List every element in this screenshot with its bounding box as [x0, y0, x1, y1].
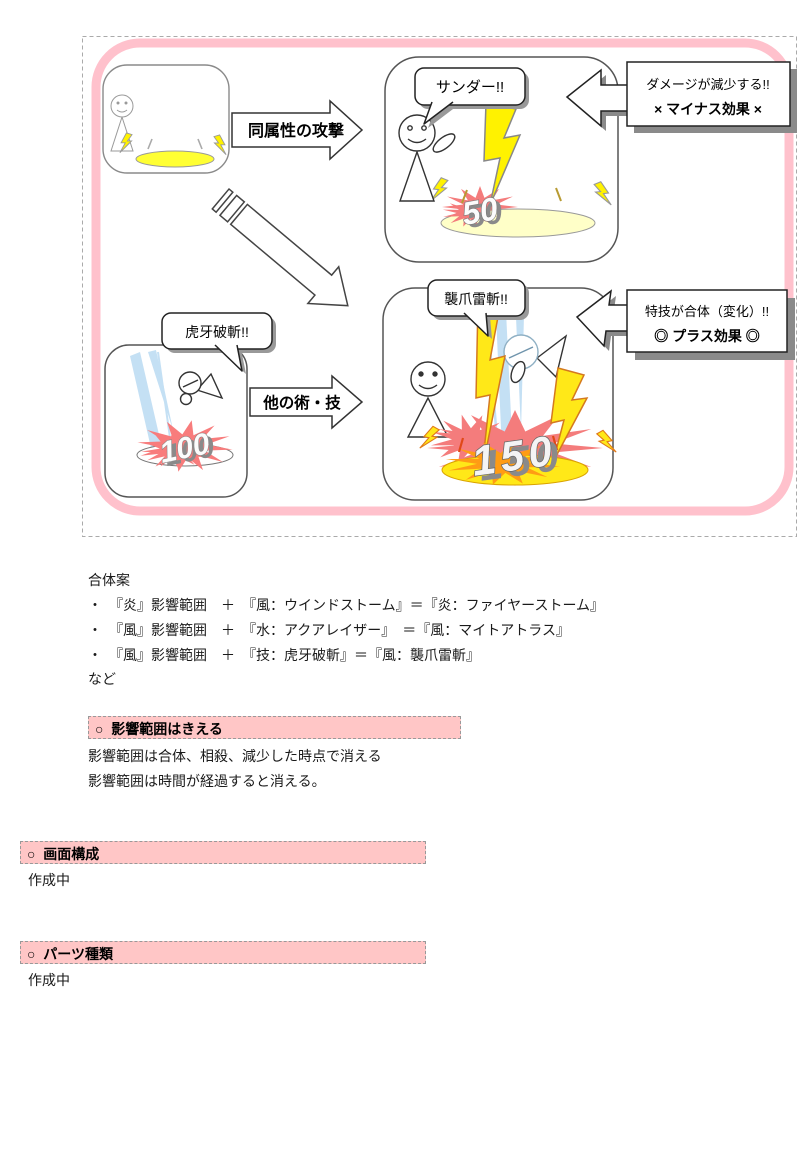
panel-area-source [102, 64, 230, 174]
callout-minus: ダメージが減少する!! × マイナス効果 × [565, 61, 797, 133]
arrow-diagonal [211, 187, 349, 307]
arrow-other-label: 他の術・技 [262, 393, 341, 412]
gattai-bullet-1: ・ 『炎』影響範囲 ＋ 『風：ウインドストーム』＝『炎：ファイヤーストーム』 [88, 597, 605, 613]
stick-figure-attacking [178, 371, 224, 406]
gattai-title: 合体案 [88, 572, 130, 588]
stick-figure [406, 361, 450, 438]
speech-bubble-kogahazan: 虎牙破斬!! [161, 312, 276, 374]
slash-streak [130, 352, 163, 452]
stick-figure [398, 114, 456, 202]
panel-thunder: 50 50 サンダー!! [384, 56, 619, 263]
bubble-thunder-label: サンダー!! [436, 79, 504, 96]
gamen-body: 作成中 [28, 872, 70, 888]
callout-plus-line1: 特技が合体（変化）!! [645, 304, 769, 319]
gattai-bullet-2: ・ 『風』影響範囲 ＋ 『水：アクアレイザー』 ＝『風：マイトアトラス』 [88, 622, 571, 638]
slash-streak [157, 351, 173, 453]
spark-tick [461, 189, 468, 204]
spark-tick [551, 435, 559, 451]
mechanics-diagram: 同属性の攻撃 50 50 [82, 36, 797, 537]
bubble-kogahazan-label: 虎牙破斬!! [185, 324, 249, 340]
stick-figure-attacking [503, 334, 568, 384]
parts-body: 作成中 [28, 972, 70, 988]
callout-minus-line1: ダメージが減少する!! [646, 77, 770, 92]
hankyou-line-2: 影響範囲は時間が経過すると消える。 [88, 773, 326, 789]
hankyou-line-1: 影響範囲は合体、相殺、減少した時点で消える [88, 748, 382, 764]
spark-tick [147, 138, 153, 150]
panel-kogahazan: 100 100 虎牙破斬!! [104, 312, 276, 498]
bubble-shusoraizan-label: 襲爪雷斬!! [444, 291, 508, 307]
speech-bubble-thunder: サンダー!! [414, 67, 529, 128]
damage-50-shadow: 50 [464, 193, 506, 235]
section-header-parts: ○ パーツ種類 [20, 941, 426, 964]
gattai-etc: など [88, 671, 116, 687]
callout-plus-line2: ◎ プラス効果 ◎ [654, 328, 760, 344]
callout-plus: 特技が合体（変化）!! ◎ プラス効果 ◎ [575, 289, 795, 360]
callout-minus-line2: × マイナス効果 × [654, 101, 762, 117]
gattai-bullet-3: ・ 『風』影響範囲 ＋ 『技：虎牙破斬』＝『風：襲爪雷斬』 [88, 647, 480, 663]
panel-combined: 150 150 襲爪雷斬!! [382, 279, 618, 501]
spark-tick [457, 437, 465, 453]
arrow-same-attribute: 同属性の攻撃 [231, 99, 364, 161]
dashed-frame [82, 36, 797, 537]
effect-area-ellipse [135, 150, 215, 168]
damage-50: 50 [459, 190, 501, 232]
lightning-bolt-icon [550, 367, 589, 463]
section-header-hankyou: ○ 影響範囲はきえる [88, 716, 461, 739]
section-header-gamen: ○ 画面構成 [20, 841, 426, 864]
spark-tick [555, 187, 562, 202]
speech-bubble-shusoraizan: 襲爪雷斬!! [427, 279, 529, 339]
damage-150-shadow: 150 [476, 431, 567, 489]
arrow-same-label: 同属性の攻撃 [248, 121, 344, 140]
lightning-bolt-icon [483, 102, 522, 206]
slash-streak [496, 311, 513, 458]
spark-tick [197, 138, 203, 150]
arrow-other-technique: 他の術・技 [249, 374, 364, 430]
